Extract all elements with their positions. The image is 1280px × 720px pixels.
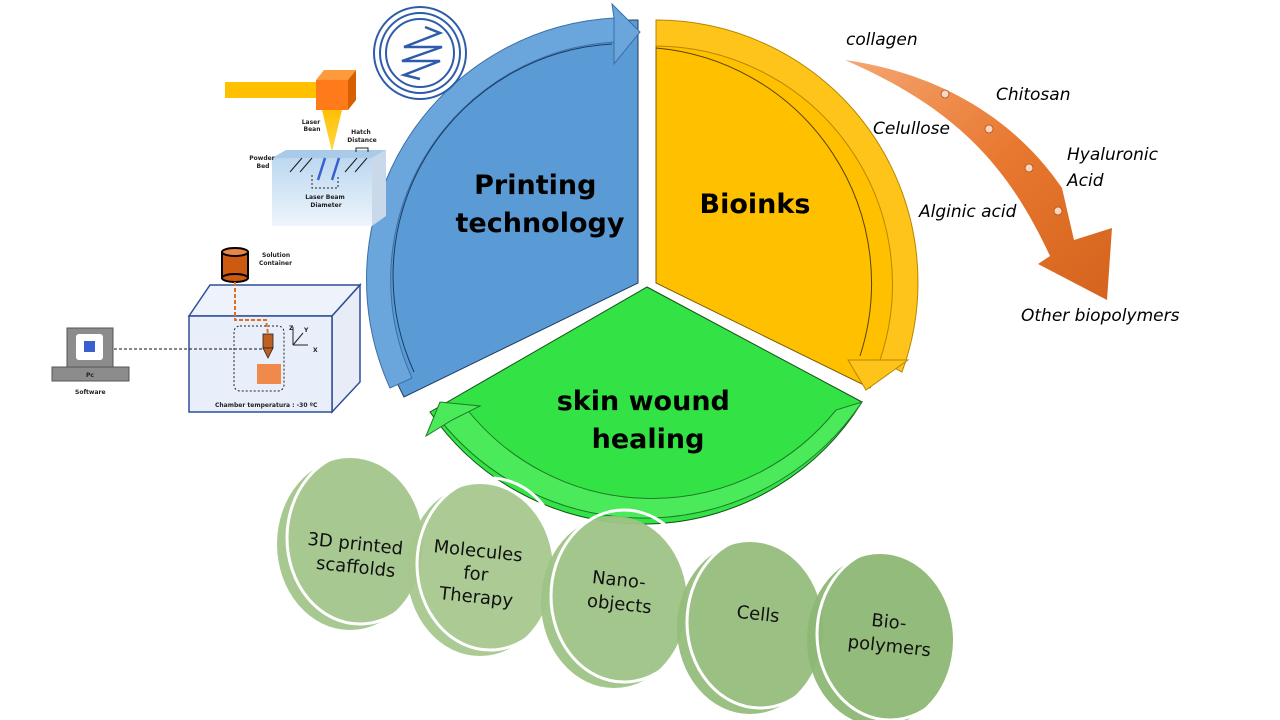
healing-arrow-head — [424, 401, 482, 438]
printing-label: Printing technology — [456, 170, 625, 239]
axis-y-label: Y — [303, 327, 309, 334]
powder-bed-label: Powder Bed — [249, 155, 276, 170]
segment-skin-wound-healing[interactable]: skin wound healing — [424, 286, 864, 525]
circle-molecules-for-therapy[interactable]: Molecules for Therapy — [407, 476, 565, 656]
svg-text:Cells: Cells — [736, 602, 781, 627]
svg-text:Bio- polymers: Bio- polymers — [847, 608, 935, 661]
bioinks-label: Bioinks — [700, 189, 811, 220]
axes-icon — [292, 327, 308, 346]
biopolymer-arrow — [845, 60, 1112, 300]
label-chitosan: Chitosan — [996, 85, 1070, 105]
bioinks-arrow-head — [847, 359, 910, 391]
bioinks-arrow-band — [655, 19, 919, 373]
printing-arrow-head — [611, 2, 641, 66]
healing-segment-fill — [429, 286, 863, 525]
software-label: Software — [75, 389, 106, 396]
pc-label: Pc — [86, 372, 94, 379]
axis-x-label: X — [313, 347, 318, 354]
arrow-dots — [940, 89, 1063, 216]
scaffold-pattern-icon — [373, 6, 467, 100]
circle-cells[interactable]: Cells — [677, 534, 835, 714]
label-collagen: collagen — [846, 30, 918, 50]
label-hyaluronic-acid: Hyaluronic Acid — [1066, 145, 1163, 191]
label-alginic-acid: Alginic acid — [918, 202, 1017, 222]
feed-line — [234, 282, 269, 335]
axis-z-label: Z — [289, 325, 294, 332]
print-zone — [233, 325, 285, 392]
circle-bio-polymers[interactable]: Bio- polymers — [807, 546, 965, 720]
circle-nano-objects[interactable]: Nano- objects — [541, 508, 699, 688]
segment-printing-technology[interactable]: Printing technology — [366, 2, 641, 398]
hatch-distance-label: Hatch Distance — [347, 129, 376, 144]
healing-label: skin wound healing — [557, 386, 740, 455]
chamber-temperature-label: Chamber temperatura : -30 ºC — [215, 402, 318, 409]
solution-container-icon — [221, 247, 249, 283]
circle-3d-printed-scaffolds[interactable]: 3D printed scaffolds — [277, 450, 435, 630]
pc-icon — [51, 327, 130, 382]
powder-bed — [272, 147, 386, 226]
cycle-diagram: Printing technology Bioinks skin wound h… — [366, 2, 919, 525]
laser-head-icon — [316, 70, 356, 110]
beam-diameter-label: Laser Beam Diameter — [305, 194, 347, 209]
laser-beam — [322, 110, 342, 152]
component-circles: 3D printed scaffolds Molecules for Thera… — [277, 450, 965, 720]
bioinks-inner-line — [655, 47, 873, 357]
biopolymer-labels: collagen Chitosan Celullose Hyaluronic A… — [846, 30, 1180, 326]
extrusion-printer-diagram: Solution Container Z Y X Chamber tempera… — [51, 247, 362, 414]
segment-bioinks[interactable]: Bioinks — [655, 19, 919, 391]
laser-sintering-diagram: Laser Bean Hatch Distance Powder Bed Las… — [225, 70, 386, 226]
label-other-biopolymers: Other biopolymers — [1021, 306, 1180, 326]
solution-container-label: Solution Container — [259, 252, 292, 267]
nozzle-icon — [262, 333, 274, 359]
printing-inner-line — [392, 43, 613, 373]
printed-object — [257, 364, 281, 384]
label-celullose: Celullose — [873, 119, 950, 139]
curved-arrow-shape — [845, 60, 1112, 300]
laser-arm — [225, 82, 320, 98]
laser-beam-label: Laser Bean — [302, 119, 323, 133]
